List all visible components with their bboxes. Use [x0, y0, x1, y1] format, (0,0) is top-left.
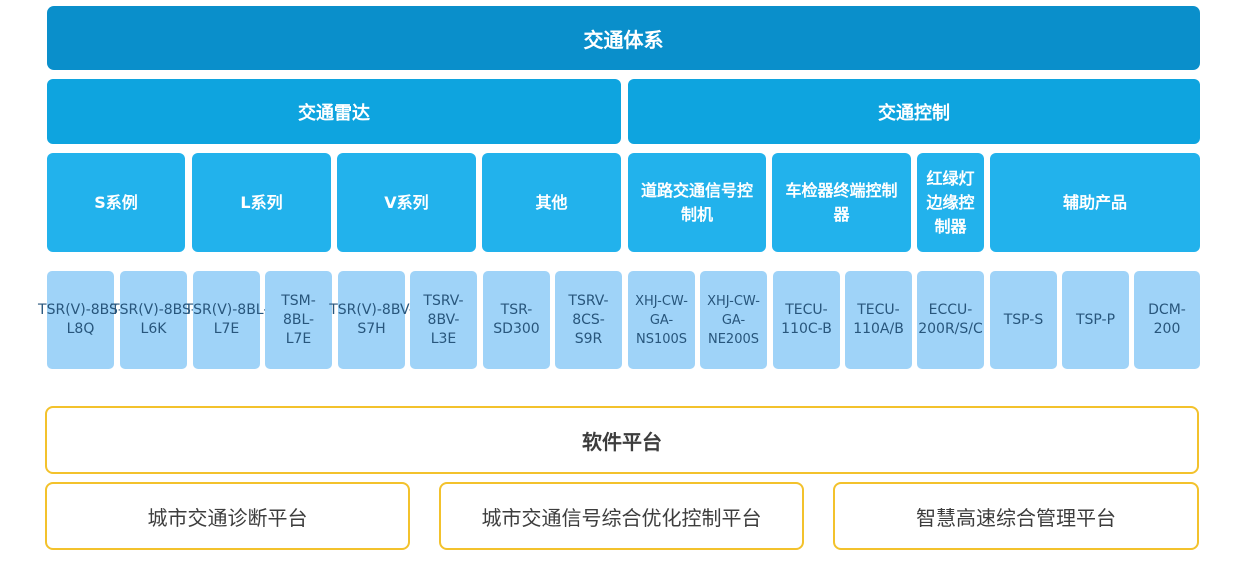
product-box: TSRV-8BV-L3E: [410, 271, 477, 369]
product-box: TSR(V)-8BS-L8Q: [38, 271, 123, 369]
product-box: TSR-SD300: [483, 271, 550, 369]
series-s: S系例: [47, 153, 185, 252]
series-v: V系列: [337, 153, 476, 252]
series-signal-controller: 道路交通信号控制机: [628, 153, 766, 252]
platform-signal-optimization-control: 城市交通信号综合优化控制平台: [439, 482, 804, 550]
product-box: TECU-110C-B: [773, 271, 840, 369]
platform-urban-traffic-diagnosis: 城市交通诊断平台: [45, 482, 410, 550]
product-box: TSR(V)-8BS-L6K: [111, 271, 196, 369]
category-traffic-radar: 交通雷达: [47, 79, 621, 144]
product-box: TSRV-8CS-S9R: [555, 271, 622, 369]
platform-smart-highway-management: 智慧高速综合管理平台: [833, 482, 1199, 550]
product-box: DCM-200: [1134, 271, 1200, 369]
product-box: TSR(V)-8BL-L7E: [185, 271, 268, 369]
product-box: XHJ-CW-GA-NS100S: [628, 271, 695, 369]
series-l: L系列: [192, 153, 331, 252]
category-traffic-control: 交通控制: [628, 79, 1200, 144]
series-auxiliary: 辅助产品: [990, 153, 1200, 252]
product-box: ECCU-200R/S/C: [917, 271, 984, 369]
series-detector-controller: 车检器终端控制器: [772, 153, 911, 252]
product-box: TSP-P: [1062, 271, 1129, 369]
software-platform-header: 软件平台: [45, 406, 1199, 474]
root-traffic-system: 交通体系: [47, 6, 1200, 70]
product-box: TSP-S: [990, 271, 1057, 369]
product-box: TSM-8BL-L7E: [265, 271, 332, 369]
product-box: XHJ-CW-GA-NE200S: [700, 271, 767, 369]
series-other: 其他: [482, 153, 621, 252]
series-edge-controller: 红绿灯边缘控制器: [917, 153, 984, 252]
product-box: TECU-110A/B: [845, 271, 912, 369]
product-box: TSR(V)-8BV-S7H: [329, 271, 414, 369]
